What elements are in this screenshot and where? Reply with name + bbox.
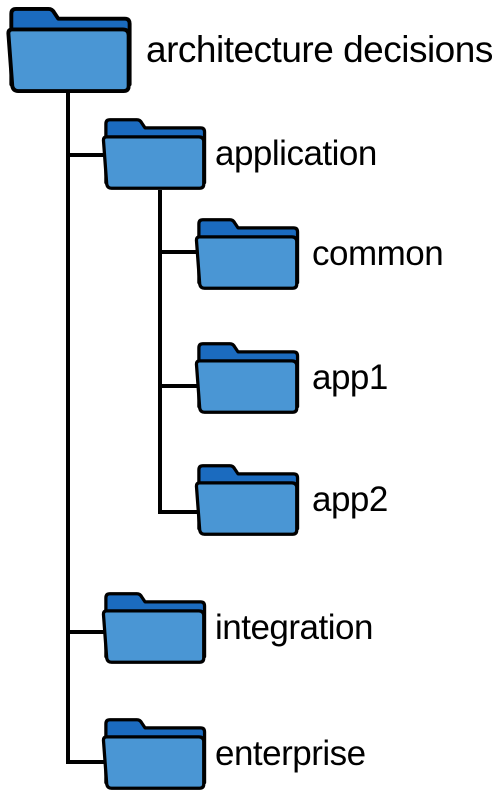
tree-connector-app1-branch <box>158 384 200 388</box>
folder-node-integration[interactable]: integration <box>101 590 373 666</box>
folder-icon <box>101 118 207 190</box>
folder-node-app1[interactable]: app1 <box>194 340 388 416</box>
folder-node-architecture-decisions[interactable]: architecture decisions <box>4 6 493 94</box>
tree-connector-common-branch <box>158 250 200 254</box>
folder-icon <box>194 464 300 536</box>
tree-connector-application-branch <box>66 153 108 157</box>
folder-icon <box>6 6 132 94</box>
folder-node-application[interactable]: application <box>101 116 377 192</box>
tree-connector-root-trunk <box>66 88 70 764</box>
folder-node-common[interactable]: common <box>194 216 444 292</box>
folder-label-app2: app2 <box>312 480 388 519</box>
folder-icon <box>101 718 207 790</box>
tree-connector-integration-branch <box>66 630 108 634</box>
folder-node-app2[interactable]: app2 <box>194 462 388 538</box>
folder-node-enterprise[interactable]: enterprise <box>101 716 366 792</box>
folder-label-app1: app1 <box>312 358 388 397</box>
folder-icon <box>194 218 300 290</box>
folder-label-integration: integration <box>215 608 373 647</box>
folder-icon <box>101 592 207 664</box>
folder-icon <box>194 342 300 414</box>
folder-label-architecture-decisions: architecture decisions <box>146 29 493 70</box>
folder-label-common: common <box>312 234 444 273</box>
tree-connector-app2-branch <box>158 510 200 514</box>
folder-label-enterprise: enterprise <box>215 734 366 773</box>
folder-label-application: application <box>215 134 377 173</box>
tree-connector-application-trunk <box>158 190 162 514</box>
tree-connector-enterprise-branch <box>66 760 108 764</box>
